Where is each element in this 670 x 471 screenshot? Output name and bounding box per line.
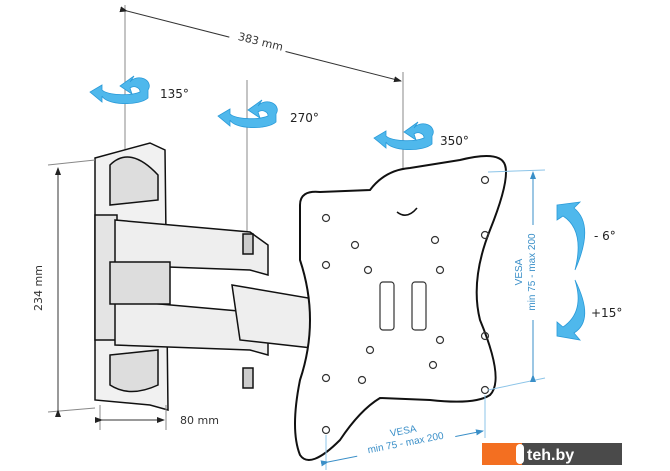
tilt-up-label: - 6° — [594, 229, 616, 243]
tilt-up-arrow-icon — [556, 201, 586, 271]
plate-pivot-rotation-label: 350° — [440, 134, 469, 148]
smiley-mark — [396, 207, 418, 216]
teh-by-logo: teh.by — [482, 443, 622, 465]
vesa-vertical-title: VESA — [514, 258, 525, 285]
rotation-arrow-icon — [217, 99, 278, 129]
tilt-down-label: +15° — [591, 306, 622, 320]
vesa-vertical-range: min 75 - max 200 — [527, 233, 538, 311]
swing-arm — [109, 219, 331, 389]
middle-pivot-rotation-label: 270° — [290, 111, 319, 125]
wall-pivot-rotation-label: 135° — [160, 87, 189, 101]
vesa-plate — [294, 155, 507, 461]
rotation-arrow-icon — [89, 75, 150, 105]
vesa-horizontal-title: VESA — [389, 424, 418, 440]
tilt-down-arrow-icon — [556, 279, 586, 341]
depth-label: 80 mm — [180, 414, 219, 427]
rotation-arrow-icon — [373, 121, 434, 151]
logo-text: teh.by — [527, 447, 574, 464]
height-label: 234 mm — [32, 265, 45, 311]
